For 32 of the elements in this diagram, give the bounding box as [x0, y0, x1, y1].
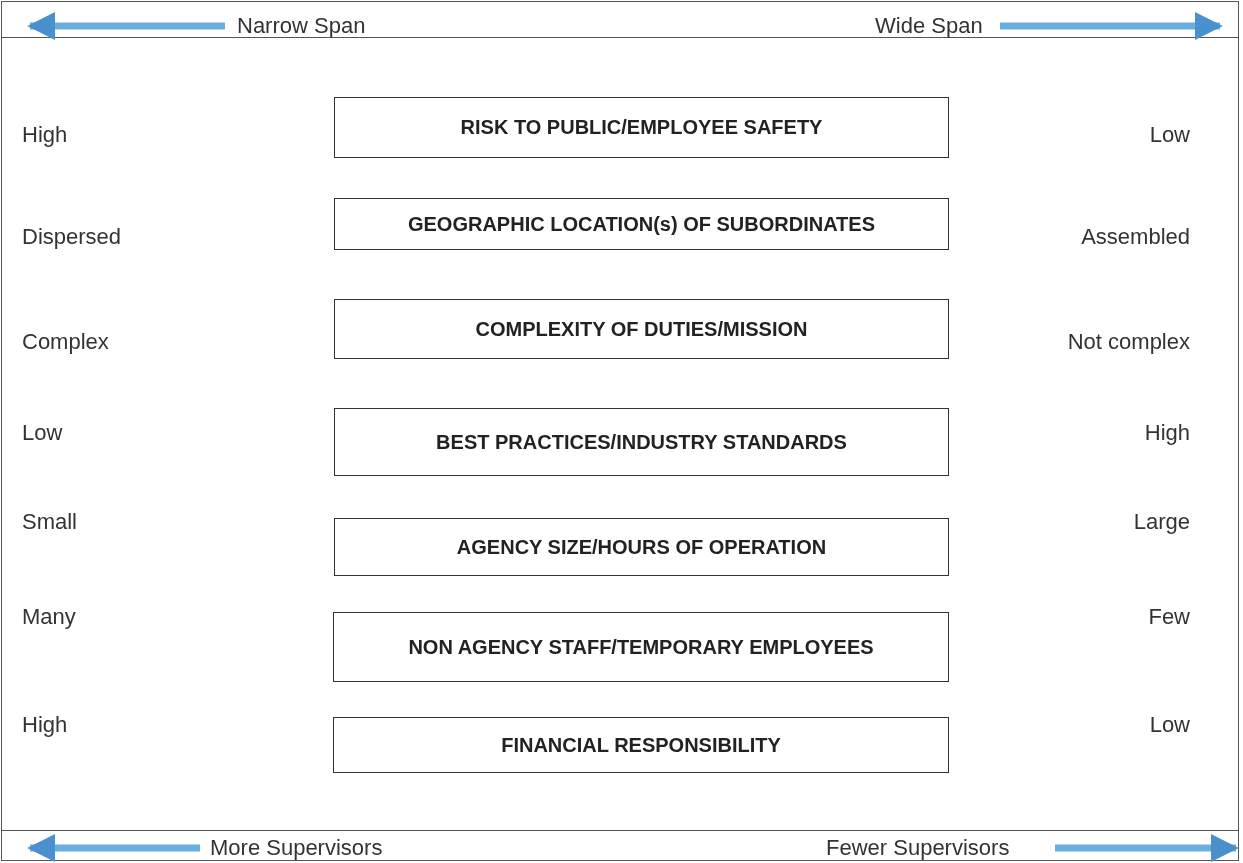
factor-title: BEST PRACTICES/INDUSTRY STANDARDS [436, 430, 847, 454]
span-label: Narrow Span [237, 13, 366, 39]
factor-title: NON AGENCY STAFF/TEMPORARY EMPLOYEES [408, 635, 874, 659]
supervisors-label: Fewer Supervisors [826, 835, 1010, 861]
supervisors-label: More Supervisors [210, 835, 383, 861]
factor-box [333, 717, 949, 773]
factor-box [334, 198, 949, 250]
scale-label: Many [22, 604, 76, 630]
scale-label: Low [22, 420, 63, 446]
factor-title: COMPLEXITY OF DUTIES/MISSION [475, 317, 808, 341]
scale-label: Dispersed [22, 224, 122, 250]
factor-box [334, 97, 949, 158]
scale-label: Assembled [1081, 224, 1190, 250]
span-label: Wide Span [875, 13, 983, 39]
factor-title: RISK TO PUBLIC/EMPLOYEE SAFETY [460, 116, 823, 139]
factor-box [334, 408, 949, 476]
factor-box [333, 612, 949, 682]
scale-label: Large [1133, 509, 1190, 535]
scale-label: Small [22, 509, 77, 535]
scale-label: Not complex [1067, 329, 1190, 355]
scale-label: Complex [22, 329, 109, 355]
scale-label: High [22, 712, 68, 738]
scale-label: Low [1149, 712, 1190, 738]
scale-label: Low [1149, 122, 1190, 148]
scale-label: Few [1148, 604, 1190, 630]
factor-box [334, 299, 949, 359]
factor-box [334, 518, 949, 576]
factor-title: GEOGRAPHIC LOCATION(s) OF SUBORDINATES [407, 212, 875, 236]
factor-title: FINANCIAL RESPONSIBILITY [501, 733, 781, 757]
scale-label: High [1144, 420, 1190, 446]
factor-title: AGENCY SIZE/HOURS OF OPERATION [456, 535, 827, 559]
scale-label: High [22, 122, 68, 148]
